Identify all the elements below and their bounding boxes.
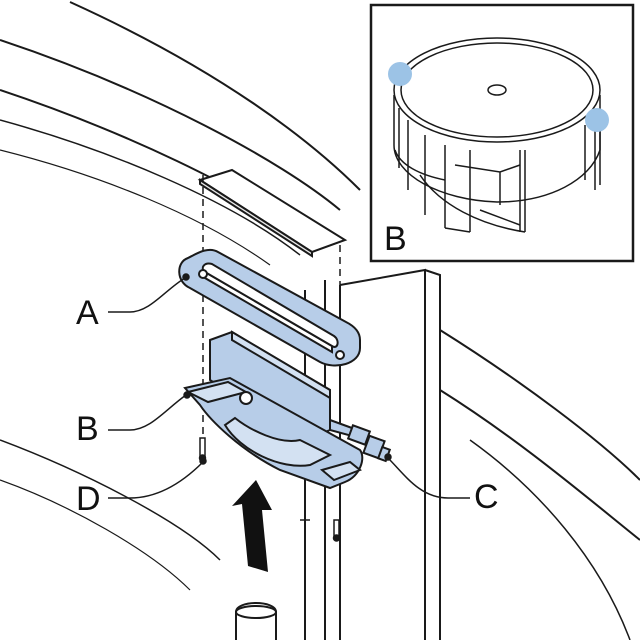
callout-label-d: D <box>76 480 101 518</box>
callout-label-b: B <box>76 410 99 448</box>
seal-frame-part-a <box>178 248 361 367</box>
inset-cylinder <box>393 37 601 233</box>
inset-marker-dot-left <box>388 62 412 86</box>
arrow-up-icon <box>232 480 272 572</box>
callout-label-a: A <box>76 294 99 332</box>
housing-part-b <box>183 330 364 490</box>
leader-lines <box>108 273 470 499</box>
inset-label: B <box>384 220 407 258</box>
connector-part-c <box>329 418 392 463</box>
inset-marker-dot-right <box>585 108 609 132</box>
cover-plate <box>197 168 348 258</box>
inset-panel <box>369 3 635 263</box>
callout-label-c: C <box>474 478 499 516</box>
bottom-cap <box>235 602 277 640</box>
